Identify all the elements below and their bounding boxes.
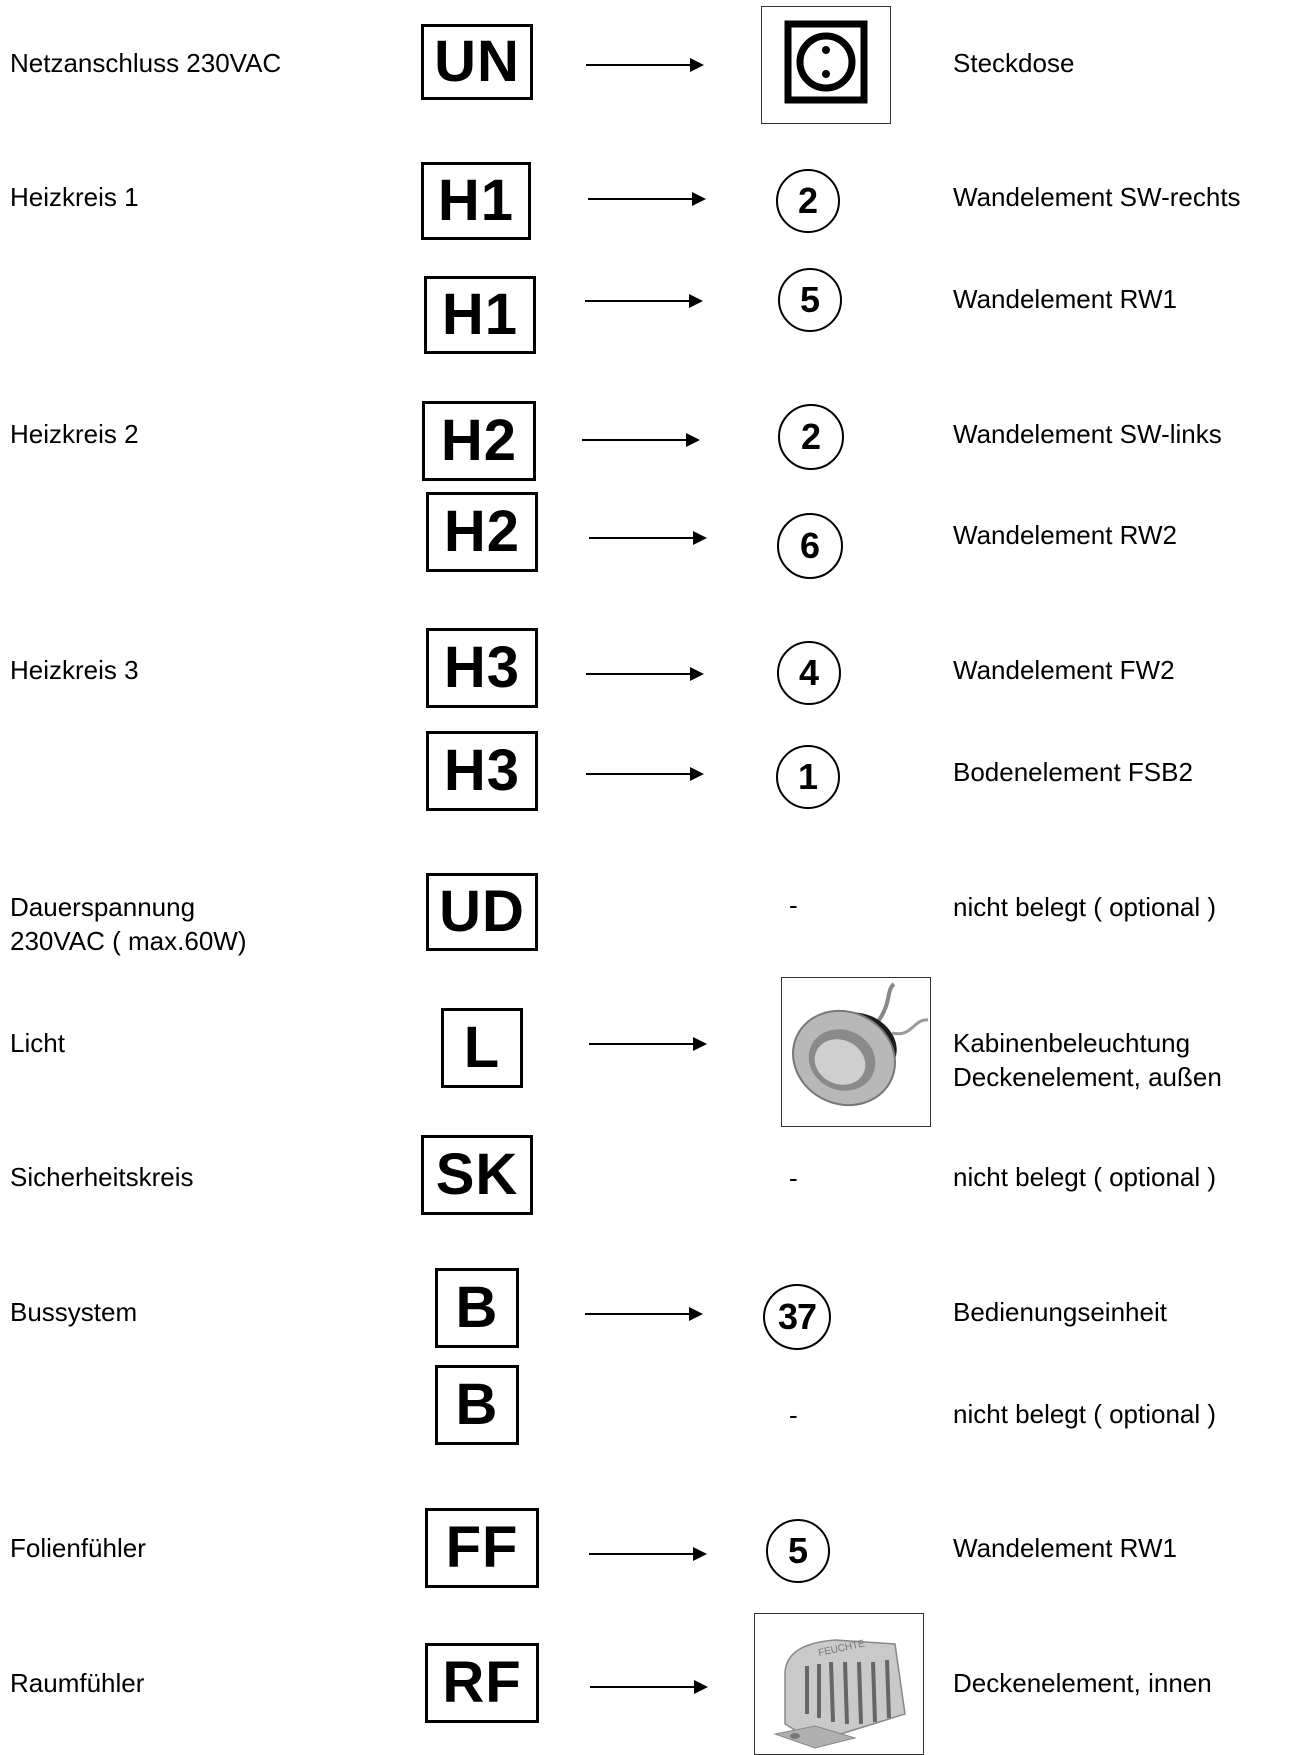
label-dauerspannung-230vac: 230VAC ( max.60W) (10, 926, 247, 956)
terminal-b: B (435, 1268, 519, 1348)
target-circle: 5 (766, 1519, 830, 1583)
target-circle: 5 (778, 268, 842, 332)
label-heizkreis-2: Heizkreis 2 (10, 419, 139, 449)
label-bussystem: Bussystem (10, 1297, 138, 1327)
terminal-un: UN (421, 24, 533, 100)
terminal-h2-2: H2 (426, 492, 538, 572)
arrow-h1-a (588, 192, 706, 206)
terminal-h3-2: H3 (426, 731, 538, 811)
label-heizkreis-1: Heizkreis 1 (10, 182, 139, 212)
light-icon (781, 977, 931, 1127)
arrow-un (586, 58, 704, 72)
label-heizkreis-3: Heizkreis 3 (10, 655, 139, 685)
terminal-sk: SK (421, 1135, 533, 1215)
label-bodenelement-fsb2: Bodenelement FSB2 (953, 757, 1193, 787)
label-kabinenbeleuchtung: Kabinenbeleuchtung (953, 1028, 1191, 1058)
label-sicherheitskreis: Sicherheitskreis (10, 1162, 194, 1192)
label-steckdose: Steckdose (953, 48, 1075, 78)
label-licht: Licht (10, 1028, 65, 1058)
terminal-h1: H1 (421, 162, 531, 240)
target-circle: 37 (763, 1284, 831, 1350)
label-nicht-belegt: nicht belegt ( optional ) (953, 892, 1217, 922)
label-dauerspannung: Dauerspannung (10, 892, 196, 922)
terminal-h2: H2 (422, 401, 536, 481)
sensor-icon: FEUCHTE (754, 1613, 924, 1755)
label-wandelement-sw-links: Wandelement SW-links (953, 419, 1222, 449)
terminal-h1-2: H1 (424, 276, 536, 354)
terminal-rf: RF (425, 1643, 539, 1723)
label-nicht-belegt: nicht belegt ( optional ) (953, 1399, 1217, 1429)
terminal-l: L (441, 1008, 523, 1088)
arrow-h1-b (585, 294, 703, 308)
arrow-l (589, 1037, 707, 1051)
terminal-h3: H3 (426, 628, 538, 708)
no-target-dash: - (789, 1400, 798, 1430)
label-wandelement-rw1: Wandelement RW1 (953, 284, 1177, 314)
arrow-rf (590, 1680, 708, 1694)
target-circle: 2 (778, 404, 844, 470)
target-circle: 1 (776, 745, 840, 809)
terminal-ud: UD (426, 873, 538, 951)
target-circle: 4 (777, 641, 841, 705)
arrow-h2-a (582, 433, 700, 447)
no-target-dash: - (789, 890, 798, 920)
label-folienfuehler: Folienfühler (10, 1533, 146, 1563)
target-circle: 6 (777, 513, 843, 579)
terminal-ff: FF (425, 1508, 539, 1588)
arrow-h2-b (589, 531, 707, 545)
label-raumfuehler: Raumfühler (10, 1668, 145, 1698)
arrow-h3-a (586, 667, 704, 681)
label-netzanschluss: Netzanschluss 230VAC (10, 48, 282, 78)
label-nicht-belegt: nicht belegt ( optional ) (953, 1162, 1217, 1192)
label-wandelement-fw2: Wandelement FW2 (953, 655, 1175, 685)
label-wandelement-rw2: Wandelement RW2 (953, 520, 1177, 550)
label-deckenelement-innen: Deckenelement, innen (953, 1668, 1212, 1698)
arrow-ff (589, 1547, 707, 1561)
label-wandelement-sw-rechts: Wandelement SW-rechts (953, 182, 1241, 212)
label-wandelement-rw1: Wandelement RW1 (953, 1533, 1177, 1563)
no-target-dash: - (789, 1163, 798, 1193)
label-deckenelement-aussen: Deckenelement, außen (953, 1062, 1222, 1092)
socket-icon (761, 6, 891, 124)
label-bedienungseinheit: Bedienungseinheit (953, 1297, 1167, 1327)
target-circle: 2 (776, 169, 840, 233)
arrow-b (585, 1307, 703, 1321)
arrow-h3-b (586, 767, 704, 781)
terminal-b-2: B (435, 1365, 519, 1445)
